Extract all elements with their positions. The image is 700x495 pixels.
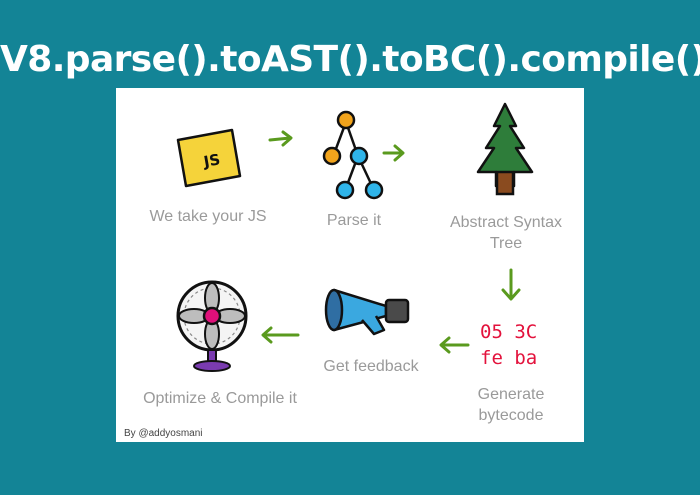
step-parse-label: Parse it	[326, 212, 382, 229]
step-feedback-label: Get feedback	[323, 358, 419, 375]
step-js-label: We take your JS	[149, 208, 267, 225]
step-ast-label: Abstract Syntax Tree	[449, 214, 563, 252]
bytecode-row-1: 05 3C	[480, 321, 537, 343]
arrow-left-icon	[261, 326, 300, 344]
arrow-right-icon	[382, 144, 405, 162]
megaphone-icon	[324, 288, 410, 336]
step-optimize-label: Optimize & Compile it	[143, 390, 297, 407]
arrow-down-icon	[501, 268, 521, 301]
page-title: V8.parse().toAST().toBC().compile()	[0, 39, 700, 80]
arrow-right-icon	[268, 130, 293, 147]
pine-tree-icon	[476, 102, 534, 196]
arrow-left-icon	[439, 336, 470, 354]
step-bytecode-label: Generate bytecode	[477, 386, 545, 424]
diagram-card: JS We take your JS Parse it Abstract Syn…	[116, 88, 584, 442]
fan-icon	[176, 280, 248, 372]
parse-tree-icon	[322, 110, 384, 200]
bytecode-icon: 05 3C fe ba	[480, 321, 537, 369]
js-icon-text: JS	[201, 150, 221, 171]
credit-text: By @addyosmani	[124, 428, 203, 439]
js-file-icon: JS	[176, 128, 242, 188]
bytecode-row-2: fe ba	[480, 347, 537, 369]
